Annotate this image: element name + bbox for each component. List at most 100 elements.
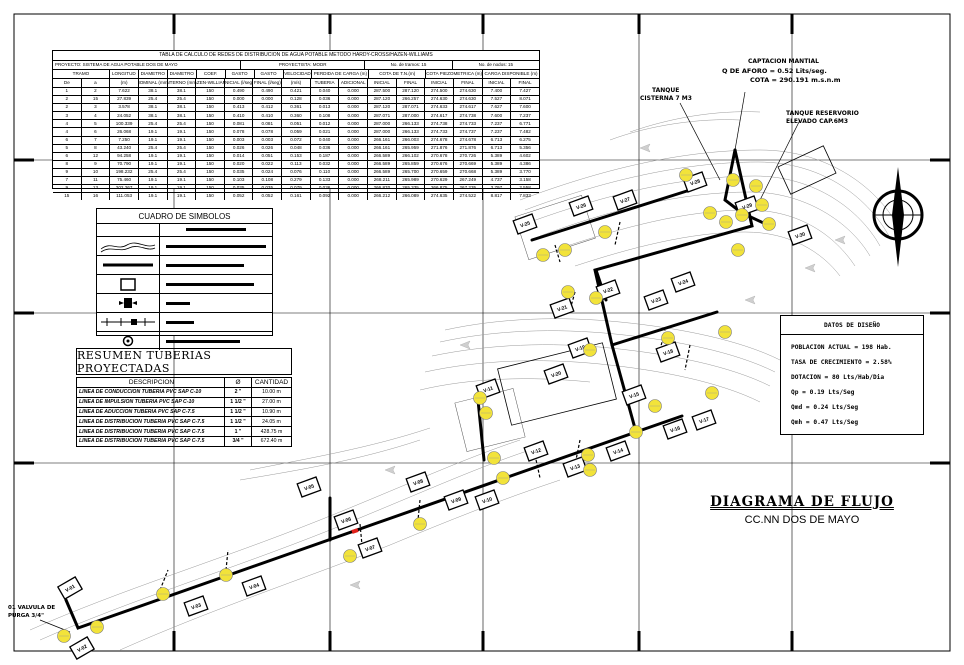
- calc-cell: 0.000: [225, 96, 254, 104]
- calc-cell: 287.000: [368, 120, 397, 128]
- calc-title-row: TABLA DE CALCULO DE REDES DE DISTRIBUCIO…: [53, 51, 539, 61]
- calc-cell: 8.071: [519, 96, 531, 102]
- calc-cell: 274.633: [425, 104, 454, 112]
- calc-cell: 94.258: [110, 152, 139, 160]
- calc-cell: 4: [82, 112, 111, 120]
- calc-sub-cell: INICIAL: [368, 79, 397, 87]
- house-block: V-30: [787, 224, 813, 246]
- house-icon: [670, 271, 696, 293]
- calc-cell: 0.026: [225, 144, 254, 152]
- calc-cell: 0.020: [225, 160, 254, 168]
- diagram-title: DIAGRAMA DE FLUJO: [710, 494, 894, 510]
- calc-cell: 0.051: [282, 120, 311, 128]
- calc-cell: 3.797: [483, 185, 512, 193]
- house-icon: [605, 440, 631, 462]
- house-label: V-10: [481, 496, 493, 505]
- design-line: Qp = 0.19 Lts/Seg: [791, 389, 855, 396]
- calc-cell: 274.500: [425, 88, 454, 96]
- calc-cell: 0.000: [339, 128, 369, 136]
- calc-cell: 0.035: [225, 185, 254, 193]
- symbol-row-house: [97, 275, 272, 294]
- calc-sub-cell: (m/s): [282, 79, 311, 87]
- house-block: V-15: [621, 384, 647, 406]
- calc-cell: 3: [53, 112, 82, 120]
- calc-cell: 287.071: [397, 104, 426, 112]
- house-label: V-26: [575, 202, 587, 211]
- house-label: V-18: [662, 348, 674, 357]
- calc-cell: 0.000: [339, 185, 369, 193]
- calc-cell: 19.1: [139, 128, 168, 136]
- calc-cell: 0.000: [339, 104, 369, 112]
- calc-cell: 0.113: [282, 160, 311, 168]
- house-label: V-01: [65, 584, 77, 594]
- calc-cell: 19.1: [139, 160, 168, 168]
- house-block: V-12: [523, 440, 549, 462]
- symbol-row-pipe: [97, 256, 272, 275]
- calc-cell: 0.079: [282, 185, 311, 193]
- calc-cell: 287.071: [368, 112, 397, 120]
- calc-cell: 25.4: [168, 96, 197, 104]
- house-label: V-28: [689, 178, 701, 187]
- calc-cell: 274.630: [454, 96, 483, 104]
- design-line: TASA DE CRECIMIENTO = 2.58%: [791, 359, 892, 366]
- calc-cell: 150: [196, 104, 225, 112]
- calc-cell: 70.790: [110, 160, 139, 168]
- house-block: V-08: [405, 471, 431, 493]
- calc-cell: 287.120: [368, 96, 397, 104]
- design-line: DOTACION = 80 Lts/Hab/Dia: [791, 374, 885, 381]
- pipe-description: LINEA DE ADUCCION TUBERIA PVC SAP C-7.5: [77, 407, 225, 417]
- pipe-quantity: 10.00 m: [262, 389, 281, 396]
- design-data: DATOS DE DISEÑO POBLACION ACTUAL = 198 H…: [780, 315, 924, 435]
- symbols-title: CUADRO DE SIMBOLOS: [97, 209, 272, 224]
- north-arrow-icon: [872, 167, 924, 267]
- calc-cell: 0.000: [339, 160, 369, 168]
- calc-cell: 202.267: [110, 185, 139, 193]
- calc-cell: 270.668: [454, 168, 483, 177]
- calc-cell: 0.040: [311, 136, 340, 144]
- label-captacion-1: CAPTACION MANTIAL: [748, 58, 819, 65]
- pipe-summary-header: DESCRIPCION Ø CANTIDAD: [77, 378, 291, 388]
- calc-cell: 0.133: [311, 177, 340, 185]
- calc-cell: 0.078: [225, 128, 254, 136]
- calc-cell: 268.211: [368, 177, 397, 185]
- calc-cell: 274.617: [425, 112, 454, 120]
- calc-cell: 0.000: [253, 96, 283, 104]
- calc-cell: 0.040: [311, 88, 340, 96]
- calc-cell: 0.072: [282, 136, 311, 144]
- house-label: V-23: [650, 296, 662, 305]
- calc-sub-cell: INICIAL: [483, 79, 512, 87]
- calc-cell: 25.4: [168, 120, 197, 128]
- calc-group-cell: DIAMETRO: [168, 70, 197, 78]
- calc-cell: 1: [53, 88, 82, 96]
- calc-cell: 150: [196, 193, 225, 201]
- house-label: V-29: [741, 202, 753, 211]
- pipe-summary-table: DESCRIPCION Ø CANTIDAD LINEA DE CONDUCCI…: [76, 377, 292, 447]
- house-label: V-15: [628, 391, 640, 400]
- house-icon: [543, 363, 569, 385]
- calc-cell: 274.733: [425, 128, 454, 136]
- calc-cell: 5.389: [483, 152, 512, 160]
- calc-cell: 7.627: [483, 104, 512, 112]
- label-valve-2: PURGA 3/4": [8, 613, 44, 619]
- calc-cell: 4: [53, 120, 82, 128]
- calc-cell: 24.052: [110, 112, 139, 120]
- calc-cell: 10: [82, 168, 111, 177]
- valve-symbol-icon: [119, 298, 137, 308]
- calc-cell: 38.1: [168, 104, 197, 112]
- label-reservorio-2: ELEVADO CAP.6M3: [786, 118, 849, 125]
- calc-cell: 274.617: [454, 104, 483, 112]
- house-block: V-18: [655, 341, 681, 363]
- house-icon: [643, 289, 669, 311]
- calc-cell: 0.059: [282, 128, 311, 136]
- house-label: V-08: [412, 478, 424, 487]
- house-label: V-06: [340, 516, 352, 525]
- calc-cell: 4.737: [483, 177, 512, 185]
- calc-group-cell: CARGA DISPONIBLE (m): [484, 70, 538, 76]
- calc-cell: 150: [196, 96, 225, 104]
- pipe-summary: RESUMEN TUBERIAS PROYECTADAS DESCRIPCION…: [76, 348, 292, 464]
